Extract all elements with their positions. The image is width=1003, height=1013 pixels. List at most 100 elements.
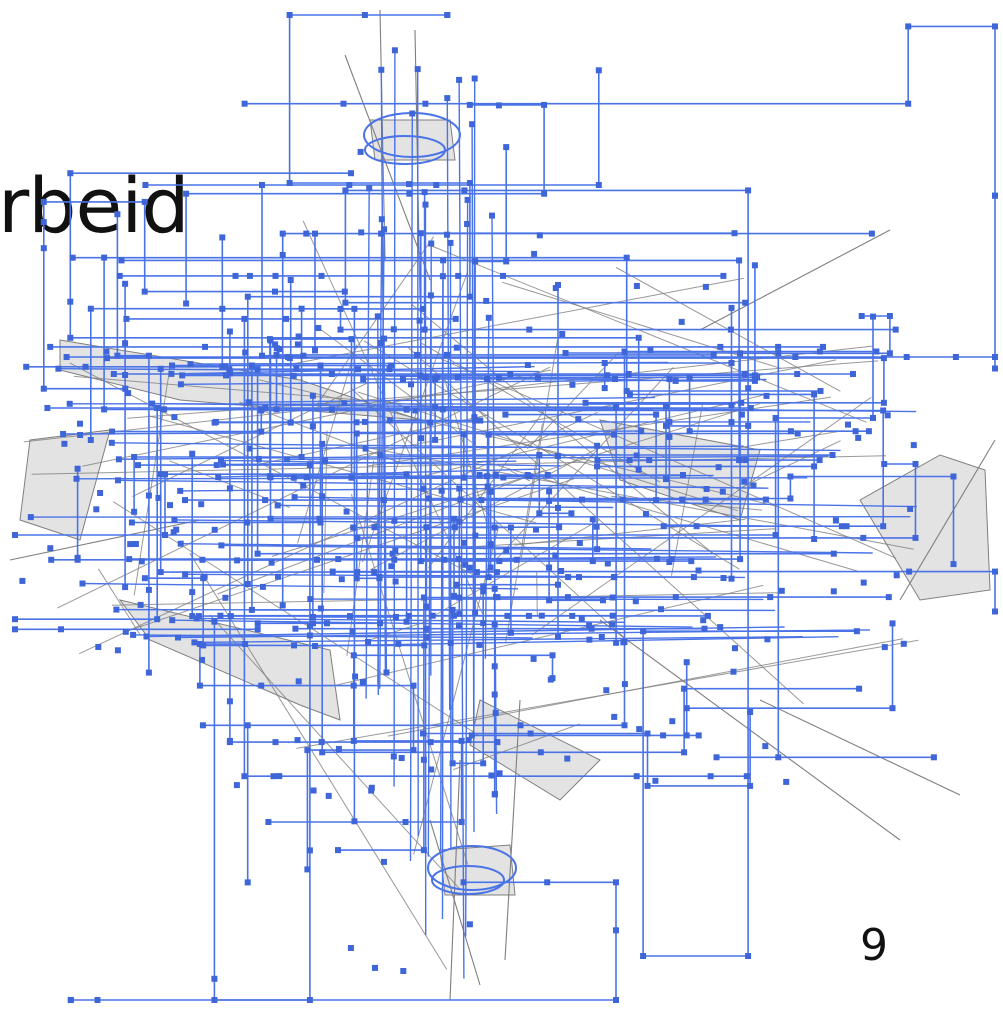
anchor-point	[226, 328, 233, 335]
anchor-point	[856, 685, 863, 692]
anchor-point	[314, 556, 320, 563]
anchor-point	[226, 485, 233, 492]
anchor-point	[421, 189, 428, 196]
anchor-point	[492, 472, 499, 478]
anchor-point	[750, 482, 757, 489]
anchor-point	[241, 100, 248, 107]
anchor-point	[141, 288, 148, 295]
anchor-point	[889, 705, 896, 712]
anchor-point	[342, 299, 349, 306]
anchor-point	[613, 997, 619, 1003]
anchor-point	[298, 305, 305, 312]
anchor-point	[154, 616, 161, 623]
anchor-point	[244, 293, 251, 300]
anchor-point	[67, 997, 74, 1003]
anchor-point	[541, 190, 548, 197]
anchor-point	[378, 230, 385, 237]
anchor-point	[717, 343, 724, 350]
anchor-point	[285, 354, 292, 360]
anchor-point	[672, 377, 679, 384]
anchor-point	[613, 404, 620, 411]
anchor-point	[686, 374, 693, 381]
anchor-point	[680, 472, 686, 478]
anchor-point	[880, 399, 887, 406]
anchor-point	[342, 187, 349, 194]
blue-path	[145, 70, 600, 357]
anchor-point	[348, 474, 355, 481]
blue-path-segment	[196, 617, 625, 623]
anchor-point	[160, 406, 167, 413]
anchor-point	[232, 272, 239, 279]
anchor-point	[703, 486, 710, 492]
anchor-point	[380, 497, 387, 504]
anchor-point	[541, 101, 548, 108]
anchor-point	[644, 782, 651, 789]
gray-path-segment	[133, 363, 171, 596]
anchor-point	[360, 376, 367, 382]
anchor-point	[623, 388, 630, 394]
anchor-point	[175, 634, 181, 641]
anchor-point	[653, 497, 660, 504]
anchor-point	[157, 569, 164, 576]
anchor-point	[992, 568, 998, 575]
anchor-point	[416, 317, 423, 324]
anchor-point	[526, 326, 533, 333]
anchor-point	[116, 272, 123, 279]
anchor-point	[565, 574, 572, 581]
anchor-point	[142, 182, 149, 188]
anchor-point	[767, 594, 774, 601]
blue-path-segment	[146, 626, 785, 638]
anchor-point	[496, 770, 503, 777]
anchor-point	[460, 879, 467, 886]
anchor-point	[275, 573, 281, 580]
anchor-point	[254, 366, 261, 373]
anchor-point	[747, 405, 754, 411]
anchor-point	[751, 262, 758, 269]
gray-path-segment	[536, 571, 538, 617]
anchor-point	[272, 272, 279, 279]
anchor-point	[361, 418, 368, 425]
anchor-point	[422, 201, 429, 208]
anchor-point	[417, 558, 424, 565]
anchor-point	[171, 516, 178, 523]
anchor-point	[865, 428, 872, 435]
anchor-point	[103, 348, 110, 355]
anchor-point	[546, 497, 553, 504]
gray-path-segment	[432, 519, 601, 617]
anchor-point	[157, 471, 164, 478]
anchor-point	[343, 508, 350, 515]
anchor-point	[199, 556, 206, 563]
anchor-point	[736, 257, 743, 264]
anchor-point	[480, 583, 487, 590]
anchor-point	[306, 997, 313, 1003]
anchor-point	[595, 67, 602, 74]
anchor-point	[715, 464, 722, 471]
anchor-point	[211, 618, 218, 625]
anchor-point	[114, 211, 121, 218]
anchor-point	[728, 575, 735, 582]
anchor-point	[762, 743, 769, 750]
anchor-point	[492, 709, 499, 716]
anchor-point	[110, 371, 117, 377]
anchor-point	[115, 456, 122, 463]
anchor-point	[354, 534, 361, 541]
anchor-point	[472, 258, 479, 265]
anchor-point	[544, 472, 551, 478]
anchor-point	[189, 450, 196, 457]
blue-path-segment	[82, 582, 519, 590]
anchor-point	[149, 400, 156, 407]
anchor-point	[873, 348, 880, 355]
anchor-point	[428, 240, 435, 247]
anchor-point	[471, 414, 478, 421]
anchor-point	[491, 524, 498, 531]
anchor-point	[621, 348, 628, 355]
anchor-point	[177, 381, 184, 388]
anchor-point	[408, 381, 414, 388]
anchor-point	[702, 283, 709, 290]
anchor-point	[406, 190, 413, 197]
anchor-point	[286, 180, 293, 186]
anchor-point	[123, 315, 130, 322]
anchor-point	[465, 737, 472, 744]
anchor-point	[794, 430, 801, 437]
